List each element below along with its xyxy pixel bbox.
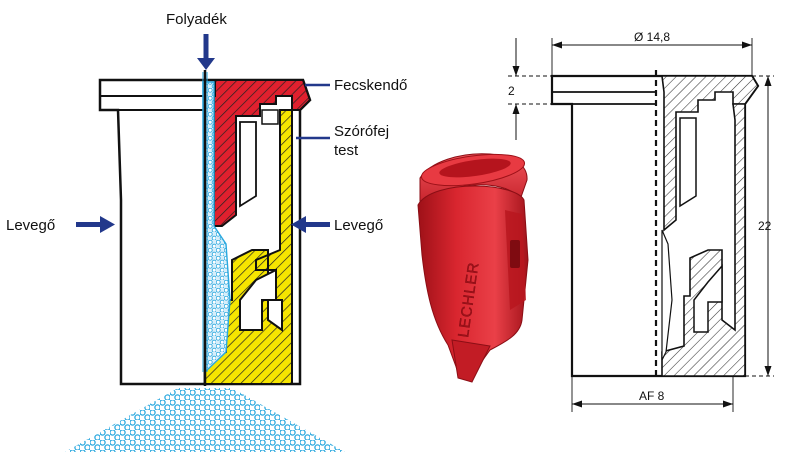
spray-cone xyxy=(65,388,345,452)
label-air-left: Levegő xyxy=(6,217,55,234)
label-nozzle-body: Szórófej xyxy=(334,123,389,140)
arrow-icon xyxy=(291,216,330,233)
label-injector: Fecskendő xyxy=(334,77,407,94)
dim-height-small: 2 xyxy=(508,84,515,98)
dim-height-total: 22 xyxy=(758,219,772,233)
label-fluid: Folyadék xyxy=(166,11,227,28)
nozzle-body xyxy=(417,185,529,379)
fluid-channel xyxy=(202,81,231,374)
arrow-down-icon xyxy=(197,34,215,70)
technical-drawing: Ø 14,8 2 22 AF 8 xyxy=(508,30,774,412)
dim-diameter: Ø 14,8 xyxy=(634,30,670,44)
arrow-icon xyxy=(76,216,115,233)
label-air-right: Levegő xyxy=(334,217,383,234)
nozzle-outer-body xyxy=(98,78,207,386)
dim-wrench-size: AF 8 xyxy=(639,389,665,403)
nozzle-photo: LECHLER xyxy=(417,153,529,383)
section-view: Folyadék Fecskendő Szórófej test Levegő … xyxy=(6,11,407,452)
label-nozzle-body-2: test xyxy=(334,142,359,159)
